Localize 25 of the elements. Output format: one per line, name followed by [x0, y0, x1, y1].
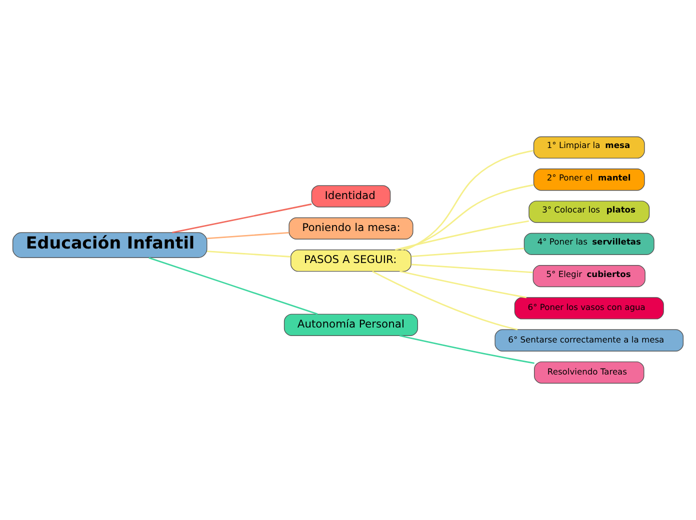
connector	[401, 184, 534, 251]
node-box: 3° Colocar los platos	[528, 200, 650, 223]
connector	[400, 270, 527, 298]
connector	[148, 257, 318, 315]
node-box: Identidad	[311, 185, 391, 208]
node-box: Educación Infantil	[12, 232, 208, 258]
connector	[394, 220, 529, 250]
node-box: 4° Poner las servilletas	[524, 232, 654, 255]
connector	[172, 203, 312, 234]
node-box: PASOS A SEGUIR:	[290, 250, 412, 272]
node-box: 6° Poner los vasos con agua	[514, 297, 664, 320]
connector	[411, 248, 524, 258]
node-box: 1° Limpiar la mesa	[533, 136, 645, 159]
connector	[400, 334, 534, 364]
node-box: Resolviendo Tareas	[534, 361, 644, 384]
connector	[411, 264, 533, 274]
node-box: Poniendo la mesa:	[288, 217, 414, 240]
connector	[372, 270, 518, 330]
node-box: Autonomía Personal	[284, 314, 418, 336]
connector	[207, 232, 289, 240]
node-box: 5° Elegir cubiertos	[532, 265, 646, 288]
node-box: 6° Sentarse correctamente a la mesa	[494, 329, 684, 352]
connector	[207, 250, 291, 258]
node-box: 2° Poner el mantel	[533, 168, 645, 191]
connector	[405, 150, 534, 250]
